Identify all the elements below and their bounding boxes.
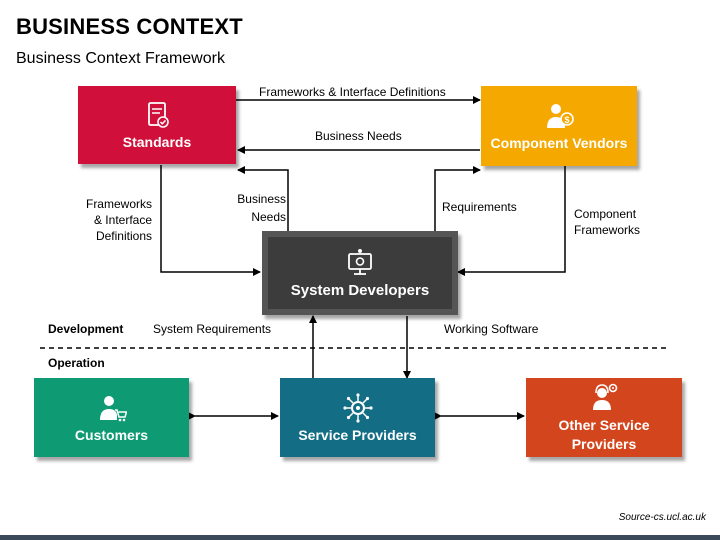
arrow-standards-to-developers [160,165,261,276]
component-vendors-label: Component Vendors [490,135,628,151]
section-development: Development [48,322,124,336]
service-providers-box: Service Providers [280,378,435,457]
label-component-frameworks-line1: Component [574,207,637,221]
standards-box: Standards [78,86,236,164]
label-business-needs-top: Business Needs [315,129,402,143]
label-frameworks-left-line1: Frameworks [85,197,152,211]
label-frameworks-top: Frameworks & Interface Definitions [259,85,446,99]
label-business-needs-mid: Business Needs [226,191,286,225]
label-business-needs-mid-line1: Business [237,192,286,206]
svg-text:$: $ [564,115,569,125]
label-working-software: Working Software [444,322,539,336]
arrow-developers-to-vendors [434,166,481,232]
other-service-providers-box: Other Service Providers [526,378,682,457]
label-component-frameworks: Component Frameworks [574,206,640,238]
customers-label: Customers [74,426,149,443]
service-providers-label: Service Providers [298,426,417,443]
certificate-icon [148,102,169,128]
customers-box: Customers [34,378,189,457]
arrow-vendors-to-developers [457,166,566,276]
source-credit: Source-cs.ucl.ac.uk [618,512,706,523]
label-frameworks-left-line3: Definitions [95,229,152,243]
arrow-developers-to-standards [237,166,289,232]
label-business-needs-mid-line2: Needs [251,210,286,224]
gear-network-icon [342,392,373,423]
label-requirements: Requirements [442,200,517,214]
vendor-person-dollar-icon: $ [547,104,574,128]
support-person-gear-icon [593,383,618,410]
system-developers-label: System Developers [290,281,430,299]
label-component-frameworks-line2: Frameworks [574,223,641,237]
bottom-bar [0,535,720,540]
page-title: BUSINESS CONTEXT [16,14,243,39]
component-vendors-box: $ Component Vendors [481,86,637,166]
system-developers-box: System Developers [262,231,458,315]
monitor-gear-icon [348,248,372,275]
other-service-providers-label: Other Service Providers [558,416,650,452]
label-system-requirements: System Requirements [153,322,272,336]
section-operation: Operation [48,356,105,370]
label-frameworks-left-line2: & Interface [93,213,152,227]
standards-label: Standards [122,134,192,150]
shopper-cart-icon [99,395,127,421]
page-subtitle: Business Context Framework [16,50,225,67]
label-frameworks-left: Frameworks & Interface Definitions [60,196,152,244]
